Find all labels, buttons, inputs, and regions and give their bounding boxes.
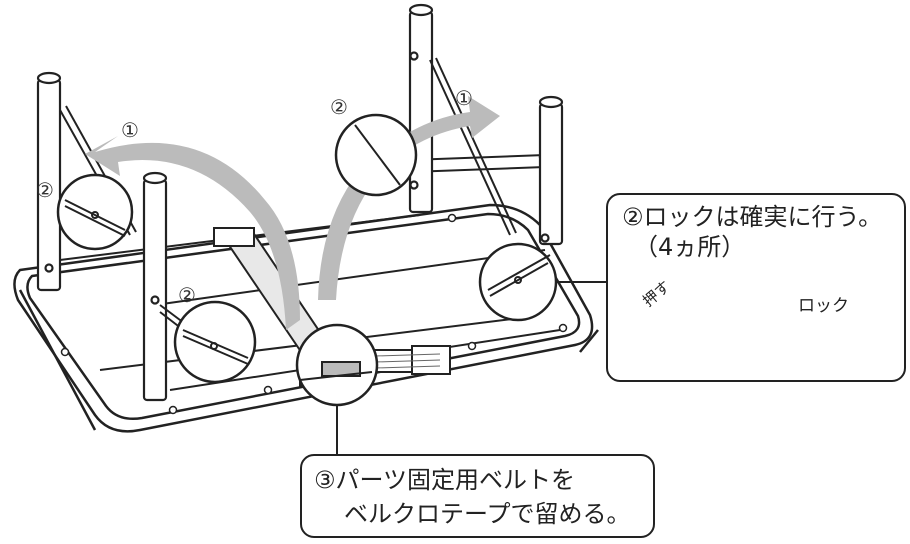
table-frame [13, 203, 599, 433]
lock-instruction-callout: ②ロックは確実に行う。 （4ヵ所） 押す ロック [606, 193, 906, 382]
circle-details [64, 124, 551, 381]
step-marker-lock-right: ② [330, 95, 348, 119]
belt-instruction-callout: ③パーツ固定用ベルトを ベルクロテープで留める。 [300, 454, 655, 538]
belt-instruction-line1: ③パーツ固定用ベルトを [314, 466, 576, 494]
step-marker-fold-left: ① [121, 118, 139, 142]
step-marker-lock-left-lower: ② [178, 283, 196, 307]
step-marker-lock-left-upper: ② [36, 178, 54, 202]
leg-back-right [408, 3, 434, 214]
lock-count-text: （4ヵ所） [634, 233, 746, 261]
lock-instruction-text: ②ロックは確実に行う。 [622, 203, 883, 231]
leg-front-right [538, 95, 564, 246]
leader-lines [336, 281, 606, 454]
step-marker-fold-right: ① [455, 86, 473, 110]
leg-back-left [36, 71, 62, 292]
lock-label: ロック [798, 296, 849, 316]
belt-instruction-line2: ベルクロテープで留める。 [344, 500, 631, 528]
leg-front-left [142, 171, 168, 402]
push-label: 押す [639, 277, 674, 311]
